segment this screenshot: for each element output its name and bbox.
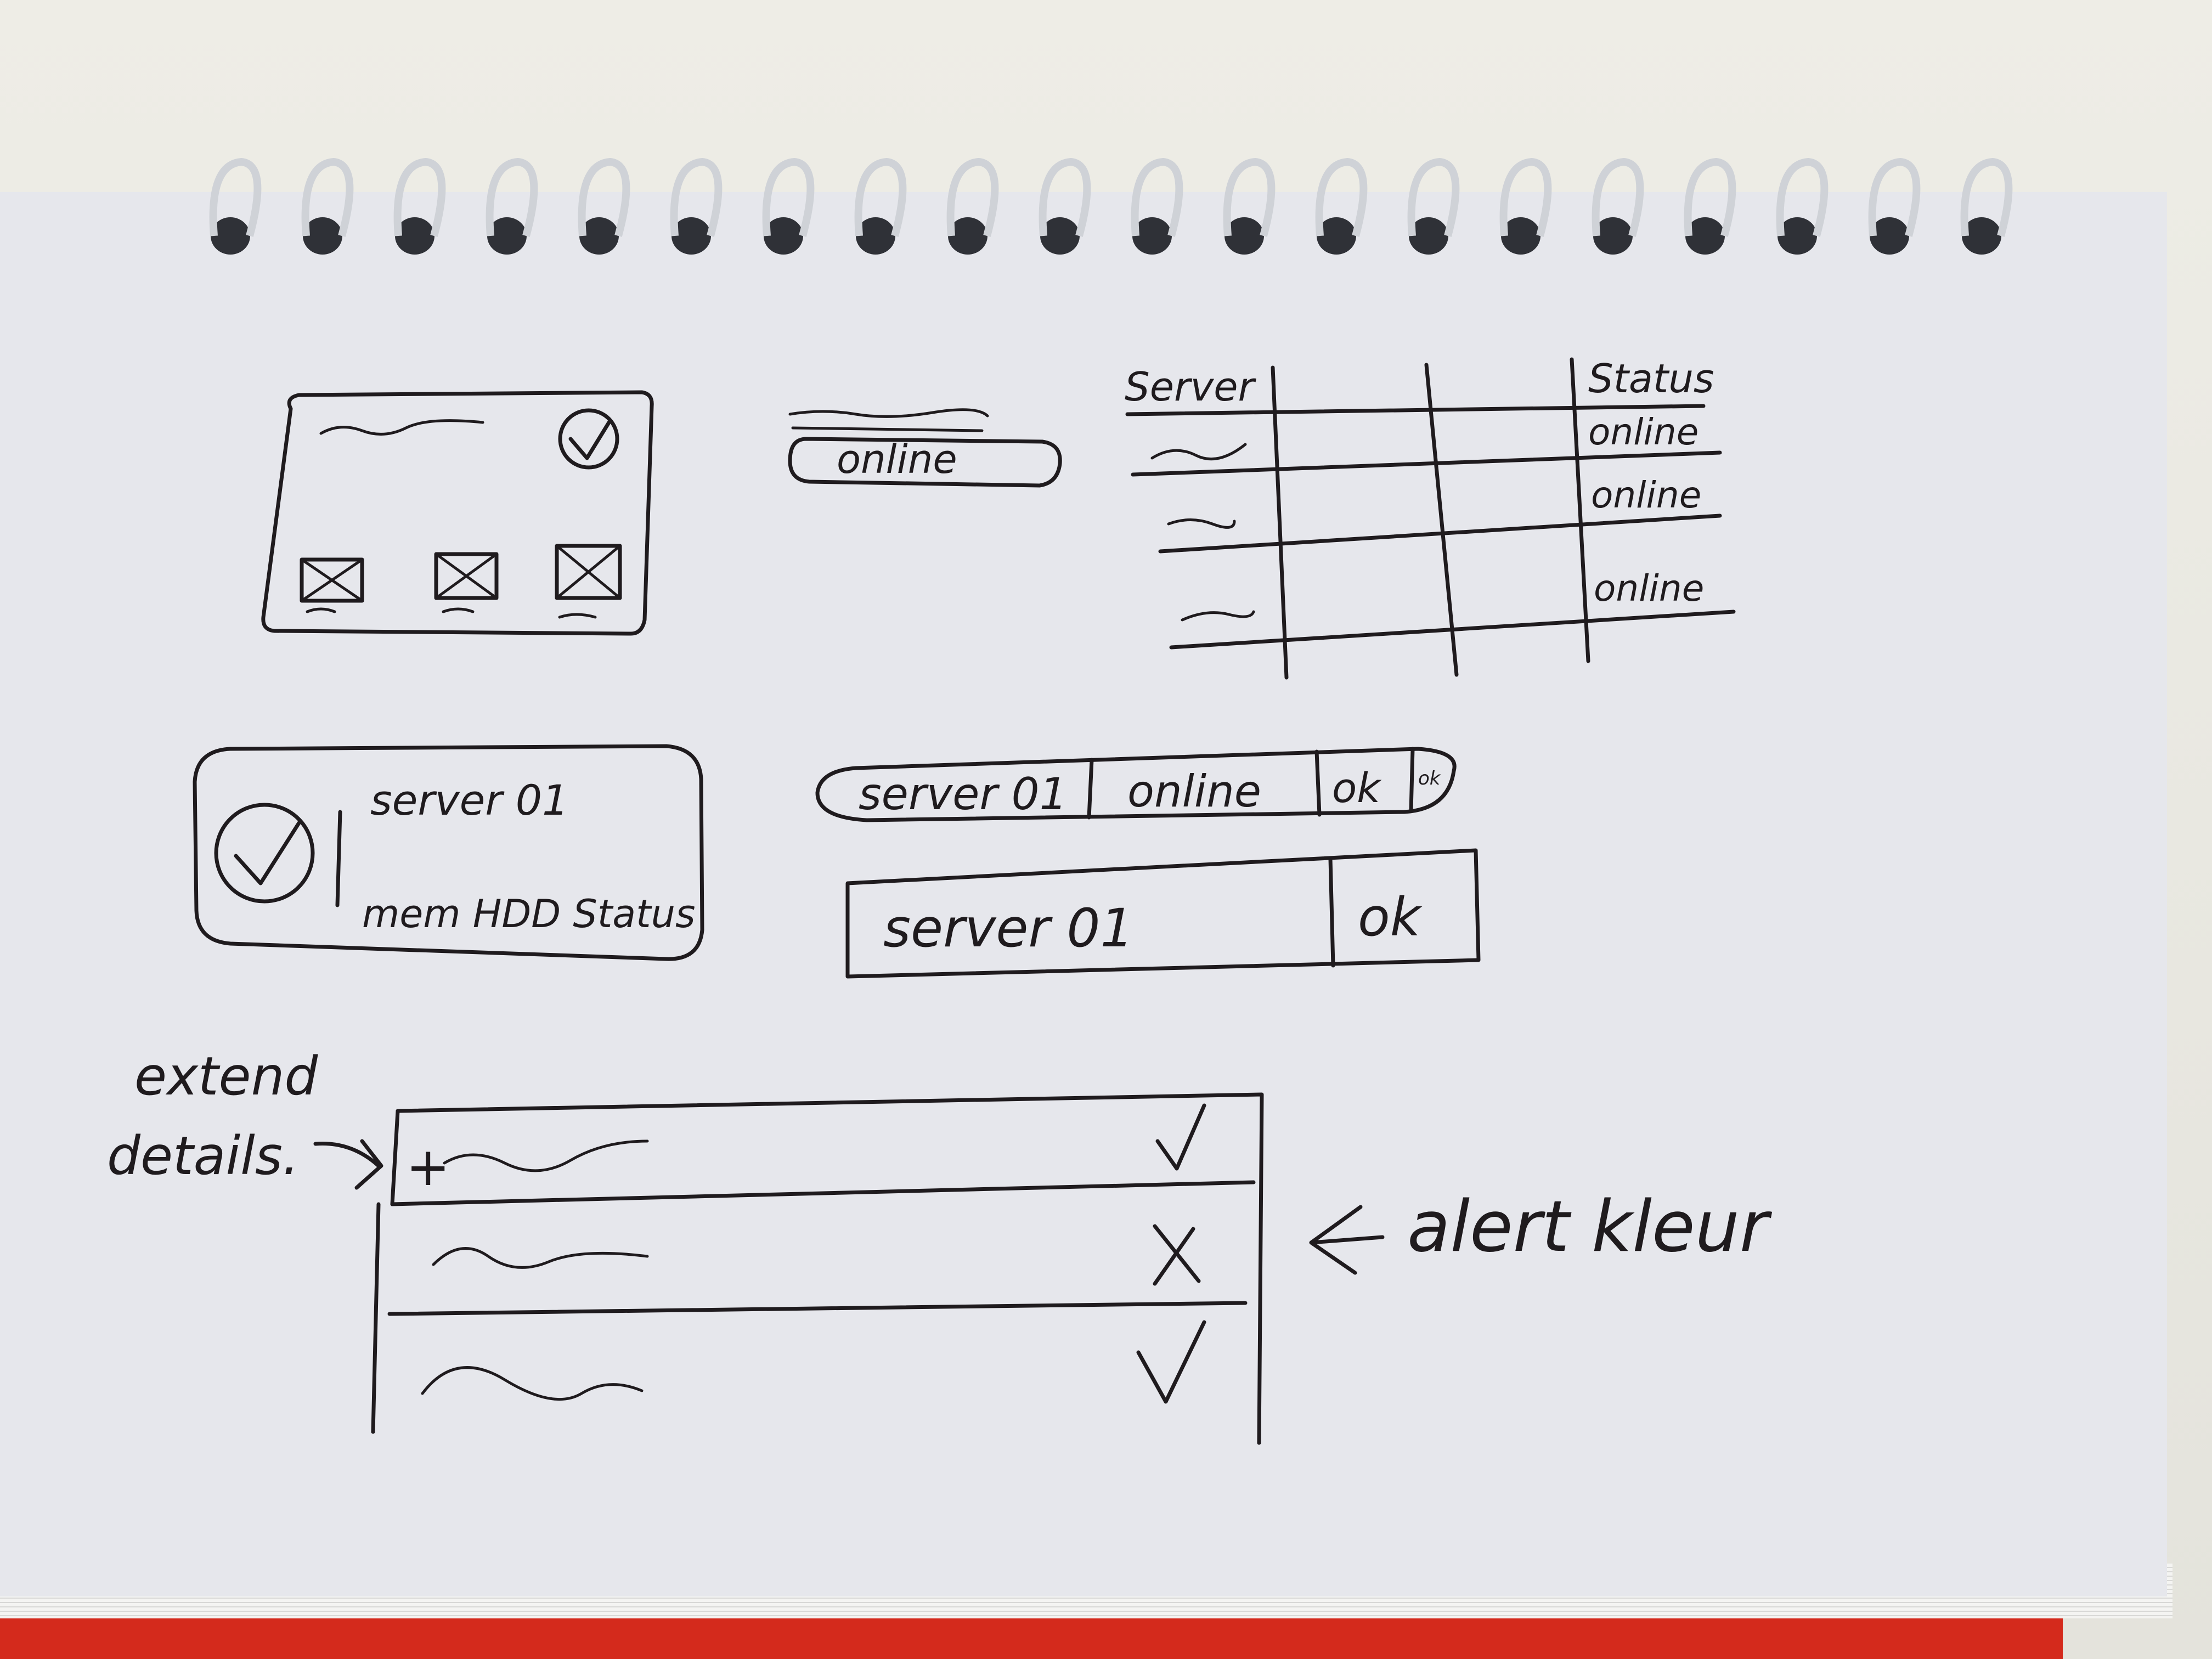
server-card-detail: mem HDD Status (362, 891, 695, 936)
binding-coil (1131, 157, 1183, 237)
expand-icon: + (406, 1136, 450, 1198)
binding-coil (1407, 157, 1460, 237)
binding-hole (1317, 217, 1356, 255)
annotation-extend: extend (134, 1046, 318, 1107)
list-item-scribble (432, 1247, 649, 1269)
image-card-wireframe (261, 390, 654, 636)
binding-hole (211, 217, 250, 255)
binding-hole (1040, 217, 1080, 255)
binding-coil (209, 157, 262, 237)
binding-hole (579, 217, 619, 255)
binding-coil (1592, 157, 1644, 237)
segmented-pill-wireframe: server 01 online ok ok (815, 747, 1457, 822)
table-header-server: Server (1125, 364, 1257, 410)
table-cell-scribble (1150, 443, 1247, 461)
list-item-scribble (443, 1139, 649, 1172)
binding-hole (487, 217, 527, 255)
segment-ok: ok (1332, 765, 1382, 812)
binding-coil (578, 157, 630, 237)
binding-coil (393, 157, 446, 237)
binding-hole (1501, 217, 1541, 255)
binding-coil (301, 157, 354, 237)
binding-coil (1039, 157, 1091, 237)
notebook-page (0, 192, 2167, 1596)
arrow-left-icon (1309, 1205, 1385, 1275)
status-pill-label: online (837, 436, 957, 482)
binding-hole (1962, 217, 2001, 255)
server-card-title: server 01 (370, 776, 568, 825)
binding-coil (1960, 157, 2013, 237)
binding-coil (1499, 157, 1552, 237)
binding-coil (1223, 157, 1276, 237)
image-placeholder-icon (434, 552, 499, 613)
arrow-icon (313, 1142, 381, 1168)
binding-hole (1870, 217, 1909, 255)
binding-hole (856, 217, 895, 255)
binding-coil (854, 157, 907, 237)
binding-hole (1409, 217, 1448, 255)
binding-hole (764, 217, 803, 255)
spiral-binding (209, 157, 2013, 255)
table-cell-scribble (1167, 518, 1236, 529)
binding-coil (1315, 157, 1368, 237)
table-row-status: online (1588, 411, 1699, 453)
segment-status: online (1127, 766, 1261, 817)
binding-coil (1684, 157, 1736, 237)
segment-server: server 01 (859, 769, 1067, 820)
check-icon (1136, 1320, 1206, 1404)
server-row-name: server 01 (883, 898, 1134, 959)
list-item (421, 1320, 1206, 1404)
check-icon (214, 803, 315, 904)
annotation-alert-color: alert kleur (1407, 1186, 1773, 1268)
close-icon (1153, 1224, 1201, 1286)
binding-coil (762, 157, 815, 237)
table-row-status: online (1594, 567, 1704, 610)
binding-coil (946, 157, 999, 237)
table-header-status: Status (1588, 356, 1714, 402)
server-table-wireframe: Server Status online online online (1125, 356, 1736, 680)
check-icon (558, 408, 619, 470)
arrow-head-icon (354, 1139, 383, 1190)
binding-hole (1224, 217, 1264, 255)
binding-coil (486, 157, 538, 237)
image-placeholder-icon (300, 557, 364, 613)
binding-hole (303, 217, 342, 255)
segment-ok-small: ok (1418, 768, 1441, 789)
binding-hole (672, 217, 711, 255)
binding-hole (1685, 217, 1725, 255)
status-pill-wireframe: online (788, 408, 1062, 488)
binding-coil (1776, 157, 1829, 237)
binding-hole (1593, 217, 1633, 255)
binding-hole (1778, 217, 1817, 255)
binding-hole (948, 217, 988, 255)
image-placeholder-icon (555, 544, 622, 619)
check-icon (1155, 1103, 1206, 1171)
expandable-list-wireframe: + extend details. alert kleur (107, 1046, 1773, 1445)
card-title-scribble (319, 419, 484, 436)
server-card-wireframe: server 01 mem HDD Status (193, 744, 704, 961)
server-row-wireframe: server 01 ok (845, 848, 1481, 979)
list-item (432, 1224, 1201, 1286)
binding-hole (395, 217, 435, 255)
pill-label-scribble (788, 408, 989, 418)
binding-coil (670, 157, 723, 237)
annotation-details: details. (107, 1125, 299, 1187)
server-row-status: ok (1358, 887, 1423, 948)
list-item: + (406, 1103, 1206, 1198)
list-item-scribble (421, 1366, 644, 1401)
binding-coil (1868, 157, 1921, 237)
binding-hole (1132, 217, 1172, 255)
table-row-status: online (1591, 474, 1701, 516)
table-cell-scribble (1181, 610, 1255, 622)
